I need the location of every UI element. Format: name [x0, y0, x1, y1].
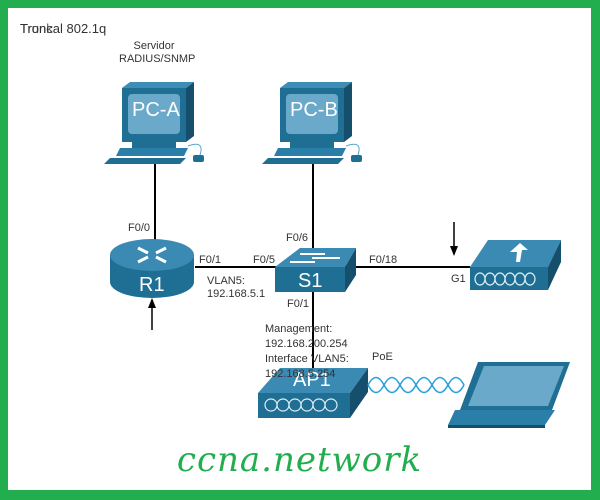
pc-a-caption-line1: Servidor: [133, 40, 175, 52]
pc-a-icon: [104, 82, 204, 164]
diagram-title: Troncal 802.1q Trunk: [20, 21, 106, 36]
port-wlc-g1: G1: [451, 273, 466, 285]
mgmt-label: Management:: [265, 323, 333, 335]
port-s1-f018: F0/18: [369, 254, 398, 266]
access-point-ap1-icon: [258, 368, 368, 418]
watermark: ccna.network: [176, 440, 423, 480]
port-s1-f06: F0/6: [286, 232, 309, 244]
router-r1-icon: [110, 239, 194, 298]
topology-drawing: [104, 82, 570, 428]
poe-label: PoE: [372, 351, 393, 363]
pc-b-label[interactable]: PC-B: [290, 99, 338, 121]
title-troncal: Troncal 802.1q: [20, 21, 107, 36]
iface-label: Interface VLAN5:: [265, 353, 349, 365]
port-r1-f00: F0/0: [128, 222, 151, 234]
vlan5-label: VLAN5:: [207, 275, 245, 287]
port-s1-f05: F0/5: [253, 254, 276, 266]
laptop-icon: [448, 362, 570, 428]
ap1-label[interactable]: AP1: [293, 369, 331, 391]
title-trunk: Trunk: [20, 21, 53, 36]
wireless-controller-g1-icon: [470, 240, 561, 290]
wireless-signal-icon: [367, 376, 465, 394]
pc-b-icon: [262, 82, 362, 164]
topology-canvas: Troncal 802.1q Trunk: [8, 8, 591, 490]
vlan5-annotation: VLAN5: 192.168.5.1: [207, 275, 265, 301]
port-s1-f01: F0/1: [287, 298, 310, 310]
vlan5-ip: 192.168.5.1: [207, 288, 266, 300]
pc-a-label[interactable]: PC-A: [132, 99, 180, 121]
switch-s1-icon: [275, 248, 356, 292]
ap1-annotation: Management: 192.168.200.254 Interface VL…: [265, 322, 349, 382]
iface-ip: 192.168.5.254: [265, 368, 336, 380]
s1-label[interactable]: S1: [298, 270, 323, 292]
r1-label[interactable]: R1: [139, 274, 165, 296]
port-r1-f01: F0/1: [199, 254, 222, 266]
mgmt-ip: 192.168.200.254: [265, 338, 348, 350]
pc-a-caption: Servidor RADIUS/SNMP: [119, 40, 196, 66]
pc-a-caption-line2: RADIUS/SNMP: [119, 53, 196, 65]
arrow-up-icon: [148, 298, 156, 330]
arrow-down-icon: [450, 222, 458, 256]
